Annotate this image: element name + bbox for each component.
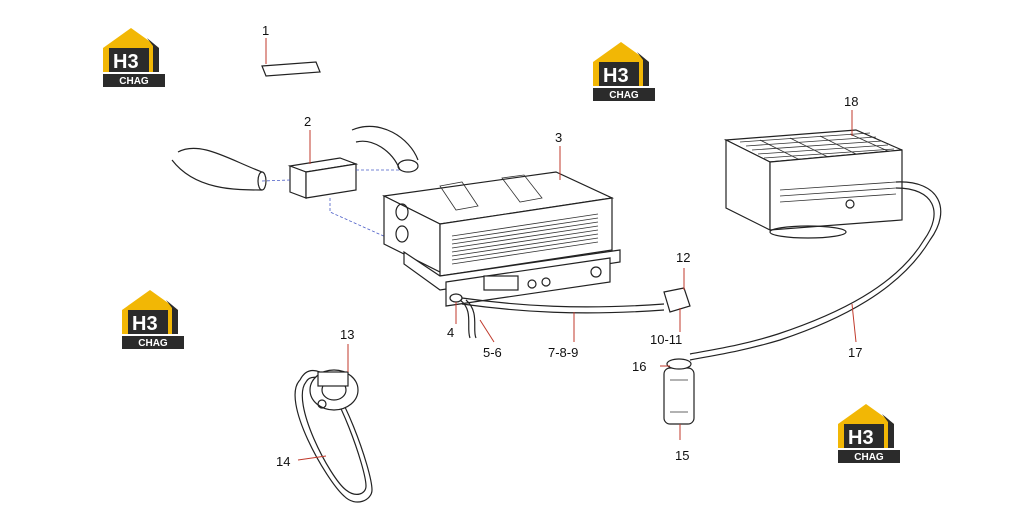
brand-logo: H3 CHAG bbox=[838, 404, 900, 463]
logo-letters: H3 bbox=[132, 313, 158, 335]
label-5-6: 5-6 bbox=[483, 345, 502, 360]
brand-logo: H3 CHAG bbox=[103, 28, 165, 87]
part-7-8-9-hose bbox=[461, 297, 665, 342]
label-3: 3 bbox=[555, 130, 562, 145]
part-15-valve-body bbox=[663, 367, 695, 440]
label-13: 13 bbox=[340, 327, 354, 342]
radiator-mesh bbox=[739, 132, 895, 161]
logo-caption: CHAG bbox=[119, 76, 149, 87]
label-7-8-9: 7-8-9 bbox=[548, 345, 578, 360]
label-14: 14 bbox=[276, 454, 290, 469]
part-16-valve-cap bbox=[660, 358, 692, 370]
heater-grille bbox=[451, 213, 599, 265]
part-3-heater-unit bbox=[382, 146, 621, 307]
part-1-plate bbox=[261, 38, 321, 77]
logo-caption: CHAG bbox=[854, 452, 884, 463]
part-labels: 1 2 3 4 5-6 7-8-9 10-11 12 13 14 15 16 1… bbox=[262, 23, 862, 469]
logo-caption: CHAG bbox=[138, 338, 168, 349]
label-12: 12 bbox=[676, 250, 690, 265]
logo-letters: H3 bbox=[113, 51, 139, 73]
label-1: 1 bbox=[262, 23, 269, 38]
brand-logo: H3 CHAG bbox=[593, 42, 655, 101]
brand-logo: H3 CHAG bbox=[122, 290, 184, 349]
label-16: 16 bbox=[632, 359, 646, 374]
label-18: 18 bbox=[844, 94, 858, 109]
label-15: 15 bbox=[675, 448, 689, 463]
part-18-radiator bbox=[723, 110, 903, 239]
logo-letters: H3 bbox=[848, 427, 874, 449]
part-2-duct-assembly bbox=[171, 125, 419, 239]
logo-letters: H3 bbox=[603, 65, 629, 87]
part-13-compressor bbox=[309, 344, 359, 411]
part-12-clamp bbox=[663, 268, 691, 313]
label-2: 2 bbox=[304, 114, 311, 129]
part-17-hose bbox=[689, 181, 942, 361]
part-5-6-hose bbox=[459, 299, 495, 343]
label-10-11: 10-11 bbox=[650, 332, 682, 347]
label-17: 17 bbox=[848, 345, 862, 360]
logo-caption: CHAG bbox=[609, 90, 639, 101]
label-4: 4 bbox=[447, 325, 454, 340]
